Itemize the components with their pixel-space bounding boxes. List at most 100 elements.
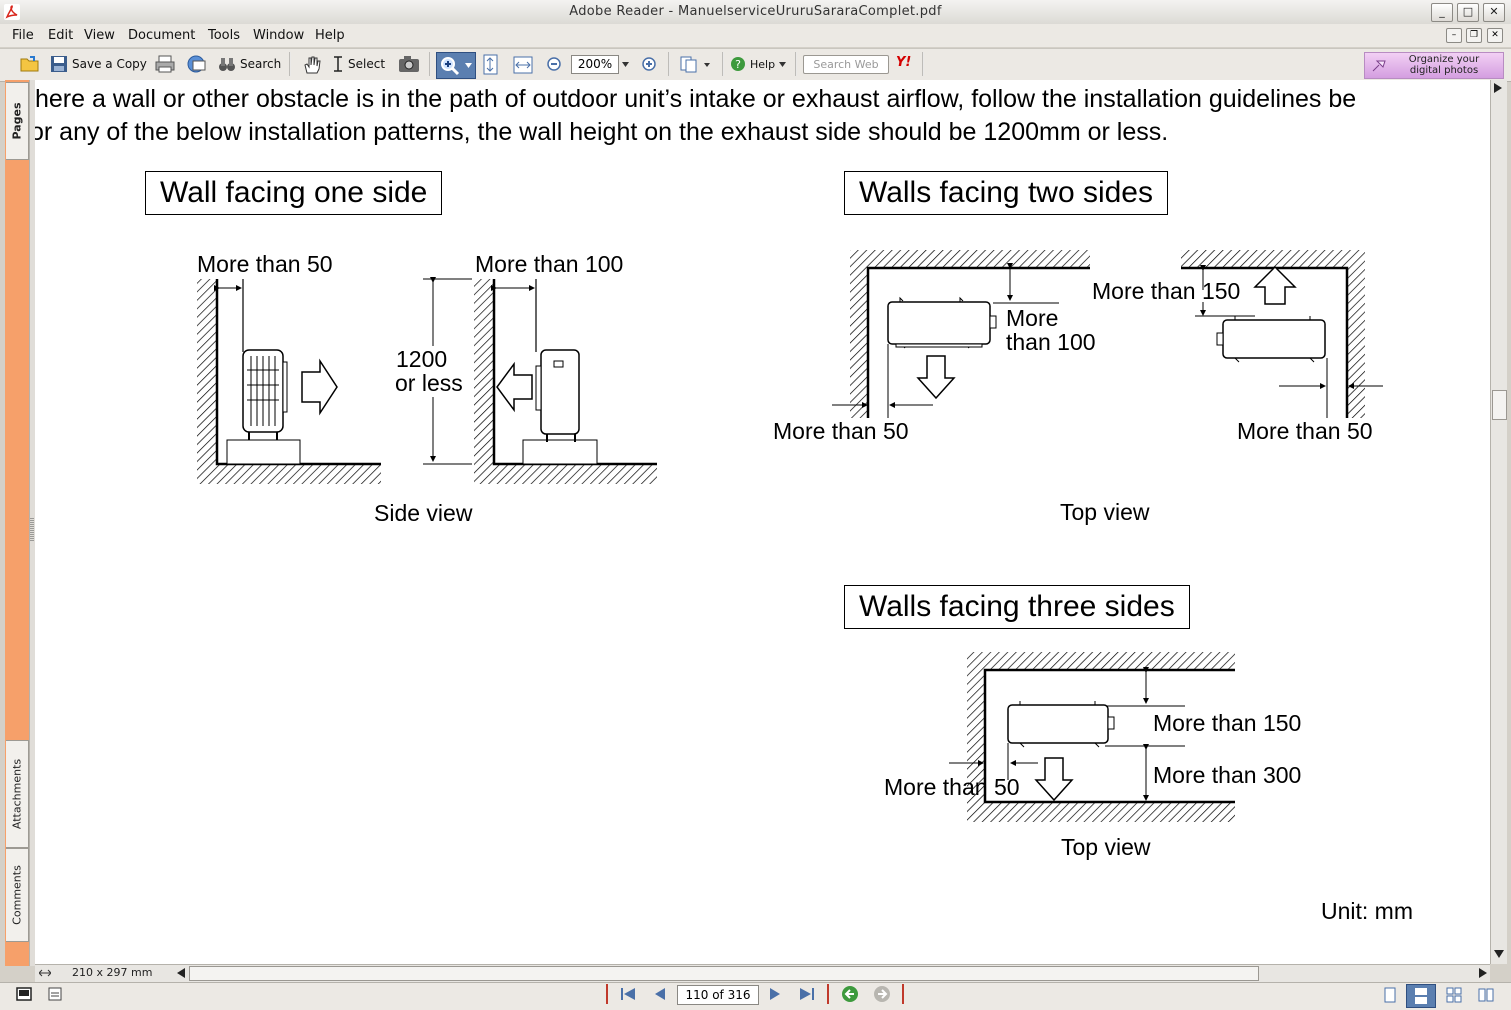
help-label: Help bbox=[750, 57, 776, 71]
page-number-field[interactable]: 110 of 316 bbox=[677, 985, 759, 1005]
panel-splitter[interactable] bbox=[29, 80, 35, 966]
fit-width-icon[interactable] bbox=[512, 54, 534, 76]
caption-side-view: Side view bbox=[374, 500, 473, 526]
yahoo-logo-icon[interactable]: Y! bbox=[896, 55, 912, 70]
menu-window[interactable]: Window bbox=[253, 28, 305, 43]
tab-pages[interactable]: Pages bbox=[6, 82, 29, 160]
scroll-right-arrow-icon[interactable] bbox=[1479, 968, 1487, 978]
zoom-dropdown-arrow-icon[interactable] bbox=[622, 62, 629, 67]
tab-attachments-label: Attachments bbox=[10, 758, 24, 830]
label-or-less: or less bbox=[395, 370, 463, 397]
section-title-one-side: Wall facing one side bbox=[145, 171, 443, 215]
toolbar-separator bbox=[722, 52, 724, 76]
go-forward-icon[interactable] bbox=[873, 985, 891, 1003]
tab-comments-label: Comments bbox=[10, 865, 24, 925]
status-divider bbox=[902, 984, 904, 1004]
organize-photos-banner[interactable]: Organize your digital photos bbox=[1364, 52, 1504, 79]
continuous-view-button[interactable] bbox=[1406, 984, 1436, 1008]
adobe-reader-logo-icon bbox=[4, 4, 20, 20]
scroll-down-arrow-icon[interactable] bbox=[1494, 950, 1504, 958]
print-icon[interactable] bbox=[155, 55, 175, 73]
scroll-up-arrow-icon[interactable] bbox=[1494, 83, 1504, 93]
select-tool-button[interactable]: Select bbox=[332, 52, 385, 76]
resize-handle-icon[interactable] bbox=[39, 968, 51, 978]
go-back-icon[interactable] bbox=[841, 985, 859, 1003]
disk-icon bbox=[51, 56, 67, 72]
next-page-icon[interactable] bbox=[769, 987, 781, 1001]
zoom-tool-button[interactable] bbox=[436, 52, 476, 79]
maximize-button[interactable]: □ bbox=[1457, 3, 1479, 22]
help-button[interactable]: ? Help bbox=[730, 52, 787, 76]
text-cursor-icon bbox=[334, 56, 342, 72]
doc-restore-button[interactable]: ❐ bbox=[1466, 28, 1482, 43]
zoom-out-icon[interactable] bbox=[546, 56, 562, 72]
toolbar-separator bbox=[429, 52, 431, 76]
organize-label-1: Organize your bbox=[1408, 54, 1480, 65]
horizontal-scroll-area: 210 x 297 mm bbox=[35, 964, 1490, 982]
intro-line-2: or any of the below installation pattern… bbox=[35, 118, 1169, 146]
wall-three-sides-diagram bbox=[949, 652, 1235, 822]
tab-comments[interactable]: Comments bbox=[6, 848, 29, 942]
close-button[interactable]: ✕ bbox=[1483, 3, 1505, 22]
minimize-button[interactable]: _ bbox=[1431, 3, 1453, 22]
zoom-level-field[interactable]: 200% bbox=[571, 55, 619, 74]
vertical-scrollbar[interactable] bbox=[1490, 80, 1507, 964]
label-more-than-150: More than 150 bbox=[1092, 278, 1241, 304]
save-copy-label: Save a Copy bbox=[72, 57, 147, 71]
continuous-facing-view-icon[interactable] bbox=[1478, 987, 1494, 1003]
tab-pages-label: Pages bbox=[10, 102, 24, 140]
toolbar-separator bbox=[795, 52, 797, 76]
fit-page-icon[interactable] bbox=[482, 54, 500, 76]
open-folder-icon[interactable] bbox=[20, 55, 40, 73]
doc-close-button[interactable]: ✕ bbox=[1487, 28, 1503, 43]
snapshot-camera-icon[interactable] bbox=[398, 55, 420, 73]
wall-one-side-diagram-left bbox=[197, 279, 381, 484]
menu-document[interactable]: Document bbox=[128, 28, 196, 43]
section-title-two-sides: Walls facing two sides bbox=[844, 171, 1168, 215]
menu-bar bbox=[0, 24, 1511, 47]
facing-view-icon[interactable] bbox=[1446, 987, 1462, 1003]
label-than-100: than 100 bbox=[1006, 329, 1096, 355]
zoom-in-plus-icon[interactable] bbox=[641, 56, 657, 72]
toolbar-separator bbox=[922, 52, 924, 76]
page-thumbnail-icon[interactable] bbox=[16, 987, 32, 1001]
menu-tools[interactable]: Tools bbox=[208, 28, 241, 43]
continuous-page-icon bbox=[1415, 988, 1427, 1004]
label-more-than-50: More than 50 bbox=[197, 251, 333, 277]
photo-pin-icon bbox=[1372, 60, 1386, 72]
scroll-left-arrow-icon[interactable] bbox=[177, 968, 185, 978]
previous-page-icon[interactable] bbox=[654, 987, 666, 1001]
toolbar-separator bbox=[289, 52, 291, 76]
window-title: Adobe Reader - ManuelserviceUruruSararaC… bbox=[569, 4, 942, 19]
menu-view[interactable]: View bbox=[84, 28, 115, 43]
search-button[interactable]: Search bbox=[218, 52, 281, 76]
label-more-than-100: More than 100 bbox=[475, 251, 624, 277]
help-dropdown-arrow-icon bbox=[779, 61, 787, 67]
section-title-three-sides: Walls facing three sides bbox=[844, 585, 1190, 629]
hand-tool-icon[interactable] bbox=[302, 55, 322, 75]
doc-minimize-button[interactable]: – bbox=[1446, 28, 1462, 43]
last-page-icon[interactable] bbox=[799, 987, 815, 1001]
document-icon[interactable] bbox=[48, 987, 62, 1001]
caption-top-view: Top view bbox=[1060, 499, 1150, 525]
menu-edit[interactable]: Edit bbox=[48, 28, 74, 43]
label-more-than-300: More than 300 bbox=[1153, 762, 1302, 788]
svg-text:?: ? bbox=[735, 58, 741, 71]
label-more-than-50-left: More than 50 bbox=[773, 418, 909, 444]
email-icon[interactable] bbox=[187, 55, 207, 73]
menu-file[interactable]: File bbox=[12, 28, 34, 43]
horizontal-scroll-thumb[interactable] bbox=[189, 966, 1259, 981]
menu-help[interactable]: Help bbox=[315, 28, 345, 43]
dropdown-arrow-icon bbox=[465, 63, 472, 68]
help-circle-icon: ? bbox=[731, 57, 745, 71]
single-page-view-icon[interactable] bbox=[1382, 987, 1398, 1003]
label-more-than-50: More than 50 bbox=[884, 774, 1020, 800]
save-copy-button[interactable]: Save a Copy bbox=[50, 52, 147, 76]
vertical-scroll-thumb[interactable] bbox=[1492, 390, 1507, 420]
binoculars-icon bbox=[219, 58, 235, 71]
search-web-input[interactable]: Search Web bbox=[803, 55, 889, 74]
wall-one-side-diagram-right bbox=[423, 277, 657, 484]
page-layout-icon[interactable] bbox=[680, 55, 712, 73]
first-page-icon[interactable] bbox=[620, 987, 636, 1001]
tab-attachments[interactable]: Attachments bbox=[6, 740, 29, 848]
